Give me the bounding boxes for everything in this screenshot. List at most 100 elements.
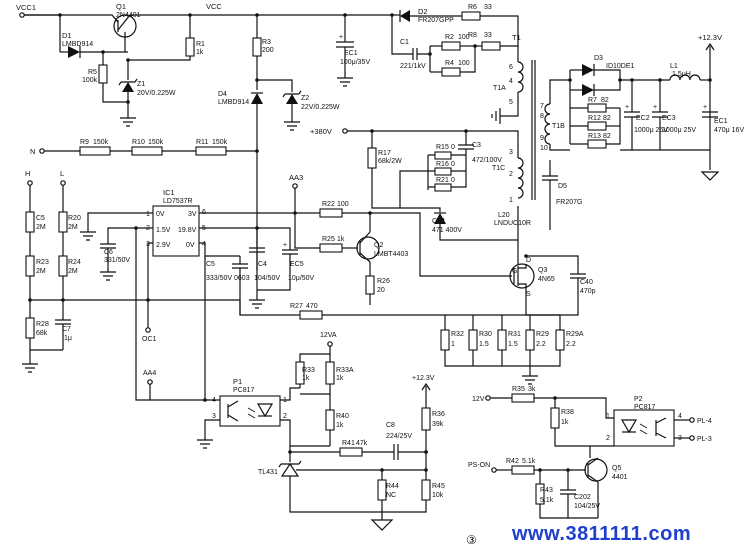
r42-resistor [511, 465, 535, 475]
r36-label: R36 [432, 411, 445, 418]
r44-value: NC [386, 492, 396, 499]
r42-label: R42 [506, 458, 519, 465]
c4-value: 104/50V [254, 275, 280, 282]
svg-text:+: + [703, 104, 707, 111]
p1-pin-2: 2 [283, 413, 287, 420]
r12-value: 82 [603, 115, 611, 122]
r24-value: 2M [68, 268, 78, 275]
r40-label: R40 [336, 413, 349, 420]
transformer-t1: T1 6 4 5 T1A 7 8 9 10 T1B 3 2 1 T1C [491, 33, 565, 204]
r41-label: R41 [342, 440, 355, 447]
c4-label: C4 [258, 261, 267, 268]
ground-symbol [80, 231, 96, 241]
ic1-part: LD7537R [163, 198, 193, 205]
junction-dot [630, 78, 634, 82]
r7-label: R7 [588, 97, 597, 104]
r16-resistor [434, 167, 452, 176]
c1-value: 221/1kV [400, 63, 426, 70]
q2-value: LMBT4403 [374, 251, 408, 258]
r21-value: 0 [451, 177, 455, 184]
v12-3-mid-label: +12.3V [412, 375, 435, 382]
r1-resistor [185, 37, 195, 57]
r12-label: R12 [588, 115, 601, 122]
c8-value: 224/25V [386, 433, 412, 440]
aa4-terminal [147, 379, 153, 385]
r9-value: 150k [93, 139, 109, 146]
l20-value: LNDUC10R [494, 220, 531, 227]
svg-text:+: + [339, 34, 343, 41]
z2-label: Z2 [301, 95, 309, 102]
t1a-winding [517, 61, 524, 93]
r35-resistor [511, 393, 535, 403]
c8-label: C8 [386, 422, 395, 429]
aa3-label: AA3 [289, 173, 303, 182]
ground-symbol [700, 171, 720, 181]
r40-resistor [325, 409, 335, 431]
junction-dot [390, 13, 394, 17]
r11-label: R11 [196, 139, 208, 146]
d4-label: D4 [218, 91, 227, 98]
page-number: ③ [466, 533, 477, 547]
ground-symbol [370, 519, 394, 531]
ic1-pin4-name: 0V [186, 242, 195, 249]
r6-value: 33 [484, 4, 492, 11]
r44-label: R44 [386, 483, 399, 490]
r8-value: 33 [484, 32, 492, 39]
junction-dot [28, 298, 32, 302]
r10-label: R10 [132, 139, 145, 146]
r33a-value: 1k [336, 375, 344, 382]
ec2-label: EC2 [636, 115, 650, 122]
ground-symbol [337, 77, 353, 87]
r28-value: 68k [36, 330, 48, 337]
r29-value: 2.2 [536, 341, 546, 348]
ec1-out-capacitor: + [702, 104, 718, 118]
junction-dot [126, 100, 130, 104]
r35-value: 3k [528, 386, 536, 393]
r27-resistor [299, 310, 323, 320]
r28-resistor [25, 317, 35, 339]
c8-capacitor [393, 444, 399, 460]
l-label: L [60, 169, 64, 178]
ic1-pin3-name: 2.9V [156, 242, 171, 249]
r28-label: R28 [36, 321, 49, 328]
d5-value: 471 400V [432, 227, 462, 234]
cy1-value: FR207G [556, 199, 582, 206]
r13-label: R13 [588, 133, 601, 140]
r45-resistor [421, 479, 431, 501]
t1c-pin-2: 2 [509, 171, 513, 178]
r33-value: 1k [302, 375, 310, 382]
r30-resistor [468, 329, 478, 351]
r25-label: R25 [322, 236, 335, 243]
ic1-controller: IC1 LD7537R 1 2 3 4 5 6 0V 1.5V 2.9V 0V … [87, 188, 315, 300]
ic1-title: IC1 [163, 188, 175, 197]
r26-resistor [365, 275, 375, 295]
oc1-terminal [145, 327, 151, 333]
snubber-section: +380V R17 68k/2W R15 0 R16 0 R21 0 C3 47… [310, 127, 582, 241]
d3-value: ID10DE1 [606, 63, 635, 70]
d4-diode [251, 92, 263, 104]
brownout-section: H L C5 2M R23 2M R20 2M R24 2M R28 68k C… [22, 169, 240, 373]
c1-capacitor [412, 48, 418, 60]
r1-label: R1 [196, 41, 205, 48]
r31-label: R31 [508, 331, 521, 338]
r36-value: 39k [432, 421, 444, 428]
r21-label: R21 [436, 177, 449, 184]
r29a-value: 2.2 [566, 341, 576, 348]
c5-group: C6 331/50V [80, 231, 130, 281]
transformer-core [531, 60, 536, 200]
startup-section: VCC1 D1 LMBD914 Q1 2N4401 R1 1k [16, 2, 205, 127]
watermark: www.3811111.com [511, 523, 691, 545]
current-sense-section: R27 470 R32 1 R30 1.5 R31 1.5 R29 2.2 R2… [239, 300, 584, 385]
c7-label: C7 [62, 326, 71, 333]
ec1-label: EC1 [344, 50, 358, 57]
ec1-value: 100μ/35V [340, 59, 370, 66]
r10-resistor [131, 146, 163, 156]
r30-value: 1.5 [479, 341, 489, 348]
aa3-terminal [292, 183, 298, 189]
junction-dot [126, 58, 130, 62]
v380-label: +380V [310, 127, 332, 136]
p1-phototransistor [227, 400, 239, 422]
ground-symbol [100, 271, 116, 281]
d5-diode [434, 212, 446, 224]
